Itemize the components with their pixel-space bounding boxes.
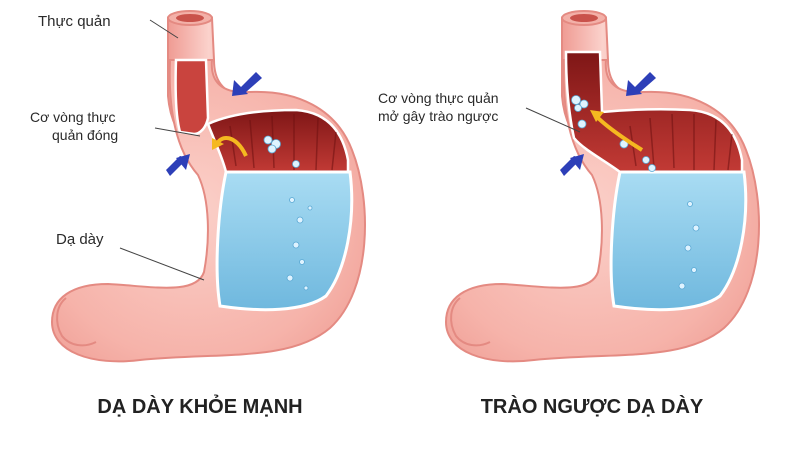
- label-sphincter-open-2: mở gây trào ngược: [378, 108, 498, 124]
- caption-reflux: TRÀO NGƯỢC DẠ DÀY: [481, 395, 704, 418]
- label-sphincter-open-1: Cơ vòng thực quản: [378, 90, 499, 106]
- reflux-stomach: [446, 11, 759, 361]
- label-esophagus: Thực quản: [38, 13, 111, 30]
- label-sphincter-closed-2: quản đóng: [52, 127, 118, 143]
- acid-pool: [217, 172, 352, 310]
- esophagus-lumen: [176, 60, 208, 134]
- healthy-stomach: [52, 11, 365, 361]
- acid-pool: [611, 172, 746, 310]
- label-sphincter-closed-1: Cơ vòng thực: [30, 109, 115, 125]
- caption-healthy: DẠ DÀY KHỎE MẠNH: [97, 394, 302, 418]
- label-stomach: Dạ dày: [56, 231, 104, 248]
